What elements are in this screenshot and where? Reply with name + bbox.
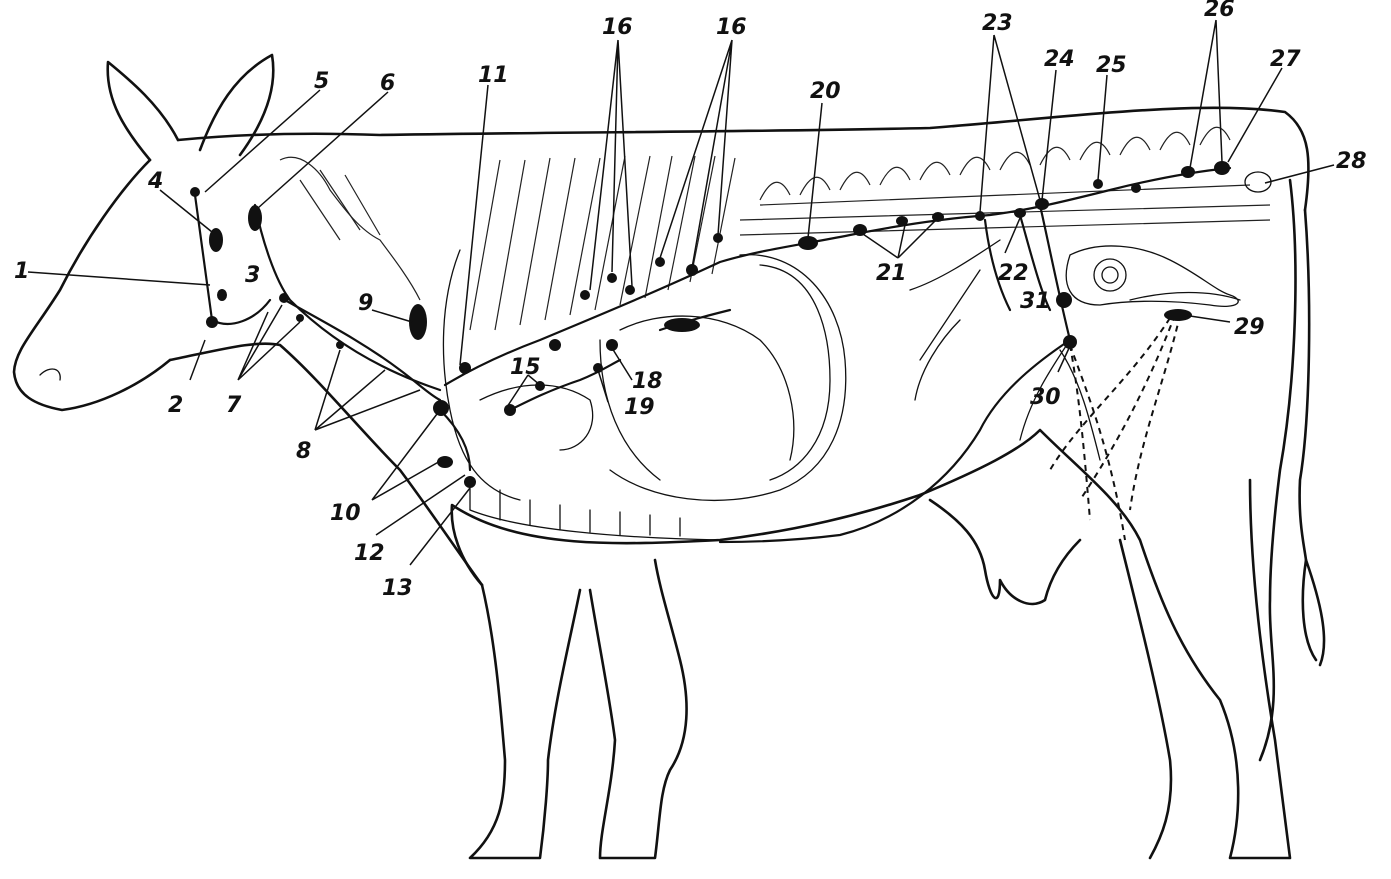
label-5: 5: [314, 69, 329, 94]
label-16b: 16: [716, 15, 747, 40]
ribs-hatching: [280, 127, 1270, 330]
label-22: 22: [998, 261, 1029, 286]
lymph-vessels: [195, 168, 1230, 542]
cow-body-outline: [14, 55, 1324, 858]
label-2: 2: [168, 393, 183, 418]
label-8: 8: [296, 439, 311, 464]
label-13: 13: [382, 576, 413, 601]
label-27: 27: [1270, 47, 1301, 72]
label-9: 9: [358, 291, 373, 316]
label-16a: 16: [602, 15, 633, 40]
label-7: 7: [226, 393, 242, 418]
label-29: 29: [1234, 315, 1265, 340]
label-26: 26: [1204, 0, 1235, 22]
number-labels: 1 2 3 4 5 6 7 8 9 10 11 12 13 15 16 16 1…: [14, 0, 1367, 601]
label-31: 31: [1020, 289, 1051, 314]
label-21: 21: [876, 261, 907, 286]
label-24: 24: [1044, 47, 1075, 72]
label-11: 11: [478, 63, 509, 88]
label-20: 20: [810, 79, 841, 104]
label-10: 10: [330, 501, 361, 526]
label-23: 23: [982, 11, 1013, 36]
label-19: 19: [624, 395, 655, 420]
label-1: 1: [14, 259, 29, 284]
label-18: 18: [632, 369, 663, 394]
rumen-organs: [443, 246, 1240, 540]
label-4: 4: [147, 169, 163, 194]
label-25: 25: [1096, 53, 1127, 78]
label-3: 3: [245, 263, 260, 288]
label-28: 28: [1336, 149, 1367, 174]
label-15: 15: [510, 355, 541, 380]
label-12: 12: [354, 541, 385, 566]
label-30: 30: [1030, 385, 1061, 410]
label-6: 6: [380, 71, 395, 96]
